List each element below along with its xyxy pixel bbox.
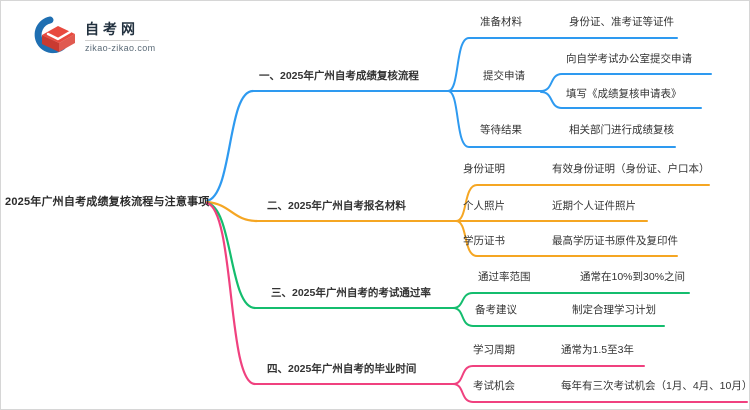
leaf-id-documents: 身份证、准考证等证件 [569,16,674,28]
connector-root-branch4 [205,201,257,386]
subtopic-diploma: 学历证书 [463,235,505,247]
leaf-valid-identity: 有效身份证明（身份证、户口本） [552,163,710,175]
connector-child2-leaf2 [540,91,702,109]
logo-text-block: 自考网 zikao-zikao.com [85,15,156,53]
connector-branch4-child2 [452,383,748,403]
leaf-recent-photo: 近期个人证件照片 [552,200,636,212]
site-domain: zikao-zikao.com [85,43,156,53]
connector-branch3-child2 [452,307,665,327]
subtopic-study-advice: 备考建议 [475,304,517,316]
leaf-diploma-copies: 最高学历证书原件及复印件 [552,235,678,247]
site-logo: 自考网 zikao-zikao.com [29,15,156,57]
subtopic-prepare-materials: 准备材料 [480,16,522,28]
subtopic-submit-application: 提交申请 [483,70,525,82]
leaf-exam-months: 每年有三次考试机会（1月、4月、10月） [561,380,750,392]
leaf-pass-rate-value: 通常在10%到30%之间 [580,271,686,283]
subtopic-wait-result: 等待结果 [480,124,522,136]
connector-root-branch2 [205,200,259,223]
connector-branch1-child3 [447,90,676,148]
connector-branch4-child1 [452,365,645,385]
connector-root-branch3 [205,201,257,310]
branch-topic-1: 一、2025年广州自考成绩复核流程 [259,70,419,82]
connector-child2-leaf1 [540,73,712,92]
leaf-fill-review-form: 填写《成绩复核申请表》 [566,88,682,100]
subtopic-pass-rate-range: 通过率范围 [478,271,531,283]
connector-branch2-child3 [455,220,678,257]
site-name: 自考网 [85,21,139,37]
leaf-period-years: 通常为1.5至3年 [561,344,634,356]
branch-topic-4: 四、2025年广州自考的毕业时间 [267,363,417,375]
connector-branch2-child1 [455,184,710,222]
graduation-cap-icon [34,16,75,54]
logo-divider [85,40,149,41]
branch-topic-3: 三、2025年广州自考的考试通过率 [271,287,431,299]
subtopic-personal-photo: 个人照片 [463,200,505,212]
connector-branch1-child1 [447,37,678,92]
leaf-submit-to-office: 向自学考试办公室提交申请 [566,53,692,65]
connector-root-branch1 [205,89,255,203]
subtopic-exam-chances: 考试机会 [473,380,515,392]
branch-topic-2: 二、2025年广州自考报名材料 [267,200,406,212]
connector-branch3-child1 [452,292,690,309]
root-topic: 2025年广州自考成绩复核流程与注意事项 [5,196,210,208]
leaf-study-plan: 制定合理学习计划 [572,304,656,316]
subtopic-study-period: 学习周期 [473,344,515,356]
subtopic-identity-proof: 身份证明 [463,163,505,175]
leaf-department-review: 相关部门进行成绩复核 [569,124,674,136]
